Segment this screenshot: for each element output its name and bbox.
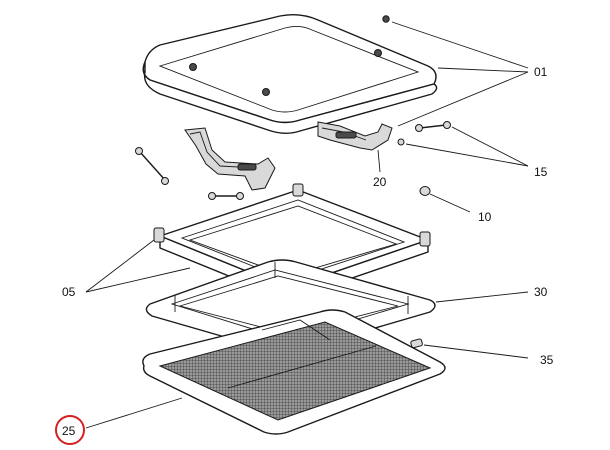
clip-part [410,338,423,349]
cover-part [142,13,438,134]
cover-screw-hole [374,49,382,57]
label-cover: 01 [534,65,548,79]
label-inner-frame: 30 [534,285,548,299]
label-frame: 05 [62,285,76,299]
hinge-pins-part [135,121,451,200]
cover-cap-icon [382,15,390,23]
label-screen: 25 [62,424,76,438]
label-clip: 35 [540,353,554,367]
arm-bracket-part [184,121,393,191]
leader-lines [85,21,529,429]
nut-part [419,186,431,196]
highlight-circle [55,415,85,445]
label-hinge-pins: 15 [534,165,548,179]
cover-screw-hole [189,63,197,71]
cover-screw-hole [262,88,270,96]
label-arm-bracket: 20 [373,175,387,189]
label-nut: 10 [478,210,492,224]
screen-part [142,309,446,435]
